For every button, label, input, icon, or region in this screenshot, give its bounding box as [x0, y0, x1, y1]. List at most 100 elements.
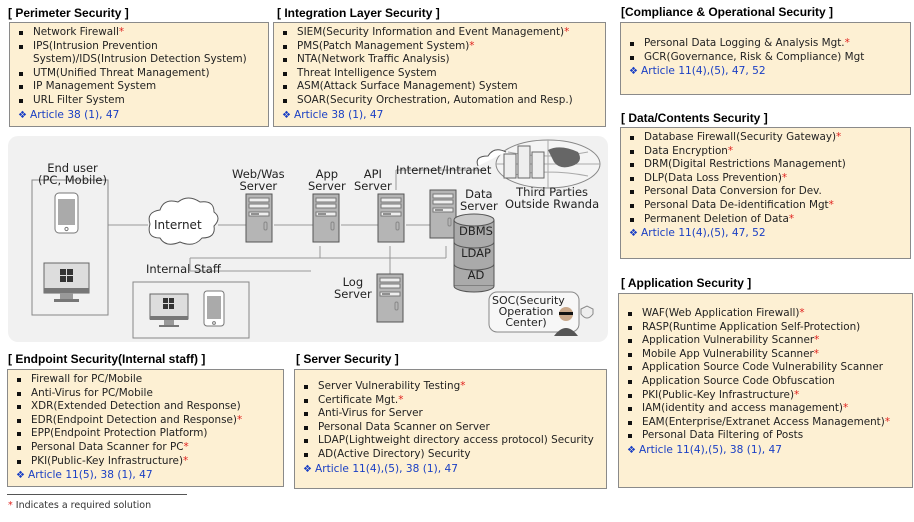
article-reference: ❖Article 11(5), 38 (1), 47	[16, 468, 277, 483]
diamond-bullet-icon: ❖	[629, 228, 638, 240]
list-item: AD(Active Directory) Security	[303, 448, 600, 462]
log-label-line1: Log	[342, 275, 364, 289]
list-item: EPP(Endpoint Protection Platform)	[16, 427, 277, 441]
item-text: XDR(Extended Detection and Response)	[31, 400, 241, 413]
soc-label-line1: SOC(Security	[492, 294, 565, 307]
data-server-icon	[429, 189, 457, 239]
list-item: EDR(Endpoint Detection and Response)*	[16, 414, 277, 428]
item-text: LDAP(Lightweight directory access protoc…	[318, 434, 594, 447]
item-text: Database Firewall(Security Gateway)	[644, 131, 837, 143]
item-text: Application Source Code Vulnerability Sc…	[642, 361, 884, 374]
required-star: *	[813, 347, 819, 360]
log-server-icon	[376, 273, 404, 323]
list-item: Anti-Virus for Server	[303, 407, 600, 421]
app-label-line1: App	[315, 167, 339, 181]
required-star: *	[836, 131, 842, 143]
bullet-icon	[304, 398, 308, 403]
bullet-icon	[630, 163, 634, 168]
item-text: GCR(Governance, Risk & Compliance) Mgt	[644, 50, 865, 63]
end-user-label-line1: End user	[47, 161, 98, 175]
list-item: Data Encryption*	[629, 145, 904, 159]
diamond-bullet-icon: ❖	[303, 463, 312, 475]
bullet-icon	[628, 379, 632, 384]
bullet-icon	[628, 366, 632, 371]
bullet-icon	[17, 445, 21, 450]
item-text: Network Firewall	[33, 26, 119, 38]
bullet-icon	[19, 44, 23, 49]
bullet-icon	[19, 98, 23, 103]
item-text: AD(Active Directory) Security	[318, 447, 471, 460]
list-item: DLP(Data Loss Prevention)*	[629, 172, 904, 186]
end-user-label: End user (PC, Mobile)	[38, 162, 107, 186]
item-text: URL Filter System	[33, 93, 125, 106]
required-star: *	[727, 144, 734, 157]
list-item: Firewall for PC/Mobile	[16, 373, 277, 387]
bullet-icon	[304, 439, 308, 444]
bullet-icon	[283, 58, 287, 63]
web-was-server-label: Web/Was Server	[232, 168, 285, 192]
database-cylinder-icon	[453, 213, 495, 293]
internet-cloud-icon	[148, 197, 219, 245]
bullet-icon	[628, 339, 632, 344]
item-text: Personal Data Scanner on Server	[318, 420, 490, 433]
list-item: Mobile App Vulnerability Scanner*	[627, 348, 906, 362]
internal-staff-label: Internal Staff	[146, 262, 221, 276]
internet-label: Internet	[154, 218, 202, 232]
bullet-icon	[628, 352, 632, 357]
third-parties-line1: Third Parties	[516, 185, 589, 199]
list-item: GCR(Governance, Risk & Compliance) Mgt	[629, 51, 904, 65]
article-text: Article 11(4),(5), 38 (1), 47	[314, 462, 458, 475]
network-diagram-graphics	[31, 139, 601, 339]
list-item: IPS(Intrusion Prevention System)/IDS(Int…	[18, 40, 258, 67]
required-star: *	[564, 26, 570, 38]
data-label-line1: Data	[465, 187, 493, 201]
bullet-icon	[628, 393, 632, 398]
bullet-icon	[630, 190, 634, 195]
pc-windows-icon	[43, 262, 90, 302]
integration-item-list: SIEM(Security Information and Event Mana…	[282, 26, 599, 108]
item-text: Personal Data Logging & Analysis Mgt.	[644, 37, 845, 49]
compliance-item-list: Personal Data Logging & Analysis Mgt.*GC…	[629, 37, 904, 64]
diamond-bullet-icon: ❖	[16, 470, 25, 482]
data-security-panel: Database Firewall(Security Gateway)*Data…	[620, 127, 911, 259]
item-text: IAM(identity and access management)	[642, 402, 843, 415]
soc-box	[488, 291, 580, 333]
list-item: RASP(Runtime Application Self-Protection…	[627, 321, 906, 335]
list-item: Server Vulnerability Testing*	[303, 380, 600, 394]
bullet-icon	[628, 407, 632, 412]
list-item: ASM(Attack Surface Management) System	[282, 80, 599, 94]
ad-label: AD	[467, 268, 485, 282]
list-item: Application Source Code Obfuscation	[627, 375, 906, 389]
bullet-icon	[304, 425, 308, 430]
list-item: URL Filter System	[18, 94, 262, 108]
bullet-icon	[304, 385, 308, 389]
app-server-label: App Server	[308, 168, 346, 192]
list-item: Personal Data Scanner for PC*	[16, 441, 277, 455]
diamond-bullet-icon: ❖	[18, 109, 27, 121]
list-item: DRM(Digital Restrictions Management)	[629, 158, 904, 172]
bullet-icon	[628, 434, 632, 439]
soc-label-line3: Center)	[505, 316, 547, 329]
list-item: WAF(Web Application Firewall)*	[627, 307, 906, 321]
item-text: SIEM(Security Information and Event Mana…	[297, 26, 565, 38]
bullet-icon	[630, 149, 634, 154]
bullet-icon	[17, 405, 21, 410]
bullet-icon	[630, 217, 634, 222]
staff-mobile-icon	[203, 290, 225, 327]
item-text: PMS(Patch Management System)	[297, 39, 470, 52]
diamond-bullet-icon: ❖	[282, 109, 291, 121]
article-text: Article 11(5), 38 (1), 47	[27, 469, 153, 482]
bullet-icon	[304, 412, 308, 417]
list-item: Application Source Code Vulnerability Sc…	[627, 361, 906, 375]
list-item: PMS(Patch Management System)*	[282, 40, 599, 54]
bullet-icon	[17, 459, 21, 464]
item-text: EAM(Enterprise/Extranet Access Managemen…	[642, 415, 885, 428]
bullet-icon	[283, 31, 287, 35]
article-text: Article 38 (1), 47	[29, 108, 120, 121]
bullet-icon	[304, 452, 308, 457]
footnote-text: Indicates a required solution	[12, 500, 152, 511]
item-text: EPP(Endpoint Protection Platform)	[31, 427, 208, 440]
bullet-icon	[628, 420, 632, 425]
list-item: Permanent Deletion of Data*	[629, 213, 904, 227]
bullet-icon	[283, 85, 287, 90]
